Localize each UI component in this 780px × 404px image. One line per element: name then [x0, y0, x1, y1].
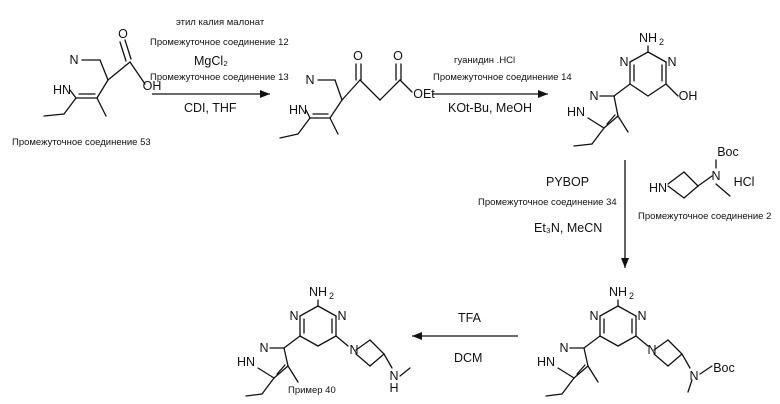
structure-ketoester: HN N O O OEt [280, 49, 435, 138]
svg-text:N: N [589, 89, 598, 103]
step3-reagent-2: Промежуточное соединение 34 [478, 198, 617, 208]
svg-text:Boc: Boc [717, 145, 739, 159]
label-intermediate-53: Промежуточное соединение 53 [12, 138, 151, 148]
svg-text:HN: HN [237, 355, 255, 369]
step3-reagent-3: Et₃N, MeCN [534, 222, 602, 235]
svg-text:Boc: Boc [713, 361, 735, 375]
structure-boc-product: NH 2 N N N N Boc N HN [537, 285, 735, 396]
structure-intermediate-2: HN N Boc HCl [649, 145, 754, 198]
label-intermediate-2: Промежуточное соединение 2 [638, 212, 771, 222]
svg-text:HN: HN [567, 105, 585, 119]
step1-reagent-3: MgCl₂ [194, 55, 228, 68]
step4-reagent-1: TFA [458, 312, 481, 325]
step1-reagent-2: Промежуточное соединение 12 [150, 38, 289, 48]
step1-reagent-1: этил калия малонат [176, 18, 264, 28]
step2-reagent-3: KOt-Bu, MeOH [448, 102, 532, 115]
step3-reagent-1: PYBOP [546, 176, 589, 189]
step2-reagent-2: Промежуточное соединение 14 [433, 73, 572, 83]
svg-text:NH: NH [609, 285, 627, 299]
structure-example-40: NH 2 N N N N H N HN [237, 285, 410, 396]
structure-pyrimidinol: NH 2 N N OH N HN [567, 31, 697, 146]
svg-text:N: N [689, 369, 698, 383]
step1-reagent-4: Промежуточное соединение 13 [150, 73, 289, 83]
svg-text:N: N [349, 343, 358, 357]
svg-text:HN: HN [649, 181, 667, 195]
svg-text:N: N [259, 341, 268, 355]
svg-text:HN: HN [53, 83, 71, 97]
svg-text:NH: NH [639, 31, 657, 45]
svg-text:H: H [389, 381, 398, 395]
svg-text:2: 2 [659, 37, 664, 47]
svg-text:N: N [647, 343, 656, 357]
svg-text:OH: OH [679, 89, 698, 103]
svg-text:NH: NH [309, 285, 327, 299]
svg-text:N: N [305, 73, 314, 87]
svg-text:N: N [711, 169, 720, 183]
step1-reagent-5: CDI, THF [184, 102, 237, 115]
structure-intermediate-53: HN N O OH [44, 27, 161, 116]
svg-text:O: O [393, 49, 403, 63]
svg-text:2: 2 [329, 291, 334, 301]
svg-text:OEt: OEt [413, 87, 435, 101]
svg-text:O: O [118, 27, 128, 41]
svg-text:HN: HN [537, 355, 555, 369]
svg-text:N: N [337, 309, 346, 323]
svg-text:N: N [619, 55, 628, 69]
svg-text:HN: HN [289, 103, 307, 117]
svg-text:O: O [353, 49, 363, 63]
svg-text:N: N [559, 341, 568, 355]
svg-text:2: 2 [629, 291, 634, 301]
svg-text:N: N [289, 309, 298, 323]
svg-text:N: N [69, 53, 78, 67]
svg-text:HCl: HCl [734, 175, 755, 189]
label-example-40: Пример 40 [288, 386, 336, 396]
step2-reagent-1: гуанидин .HCl [454, 56, 515, 66]
step4-reagent-2: DCM [454, 352, 482, 365]
svg-text:N: N [667, 55, 676, 69]
svg-text:N: N [589, 309, 598, 323]
svg-text:N: N [637, 309, 646, 323]
